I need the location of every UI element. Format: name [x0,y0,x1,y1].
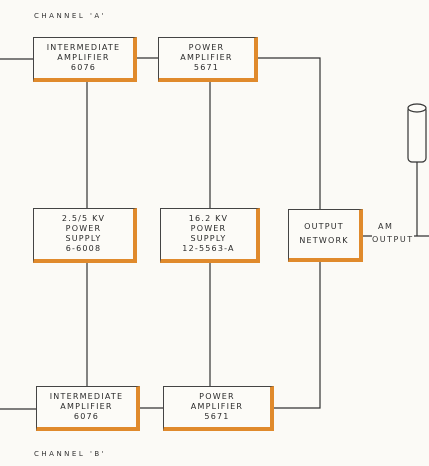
ia-a-line-2: AMPLIFIER [57,53,110,62]
channel-b-label: CHANNEL 'B' [34,450,107,458]
pa-b-line-3: 5671 [204,412,230,421]
out-net-line-2: NETWORK [299,236,349,245]
intermediate-amplifier-b-block: INTERMEDIATE AMPLIFIER 6076 [36,386,140,431]
power-supply-2-5-5kv-block: 2.5/5 KV POWER SUPPLY 6-6008 [33,208,137,263]
intermediate-amplifier-a-block: INTERMEDIATE AMPLIFIER 6076 [33,37,137,82]
antenna-icon [407,103,427,163]
pa-b-to-output-line [273,262,321,409]
ps16-line-2: POWER [190,224,227,233]
ps16-line-3: SUPPLY [190,234,227,243]
ps16-line-4: 12-5563-A [182,244,235,253]
pa-b-line-2: AMPLIFIER [190,402,244,411]
pa-a-line-3: 5671 [193,63,220,72]
am-output-label: AM OUTPUT [372,220,414,246]
power-supply-16-2kv-block: 16.2 KV POWER SUPPLY 12-5563-A [160,208,260,263]
ia-a-line-1: INTERMEDIATE [46,43,121,52]
ps25-line-4: 6-6008 [65,244,102,253]
pa-b-line-1: POWER [199,392,235,401]
am-output-line-2: OUTPUT [372,235,414,244]
ia-b-line-1: INTERMEDIATE [49,392,124,401]
ps25-line-2: POWER [65,224,102,233]
output-network-block: OUTPUT NETWORK [288,209,363,262]
ps16-line-1: 16.2 KV [188,214,229,223]
out-net-line-1: OUTPUT [304,222,344,231]
power-amplifier-a-block: POWER AMPLIFIER 5671 [158,37,258,82]
am-output-line-1: AM [378,222,394,231]
power-amplifier-b-block: POWER AMPLIFIER 5671 [163,386,274,431]
ia-b-line-2: AMPLIFIER [60,402,113,411]
ps25-line-1: 2.5/5 KV [61,214,106,223]
pa-a-line-2: AMPLIFIER [180,53,233,62]
pa-a-line-1: POWER [188,43,225,52]
ia-a-line-3: 6076 [70,63,97,72]
ps25-line-3: SUPPLY [65,234,102,243]
ia-b-line-3: 6076 [73,412,100,421]
pa-a-to-output-line [257,57,321,209]
channel-a-label: CHANNEL 'A' [34,12,107,20]
